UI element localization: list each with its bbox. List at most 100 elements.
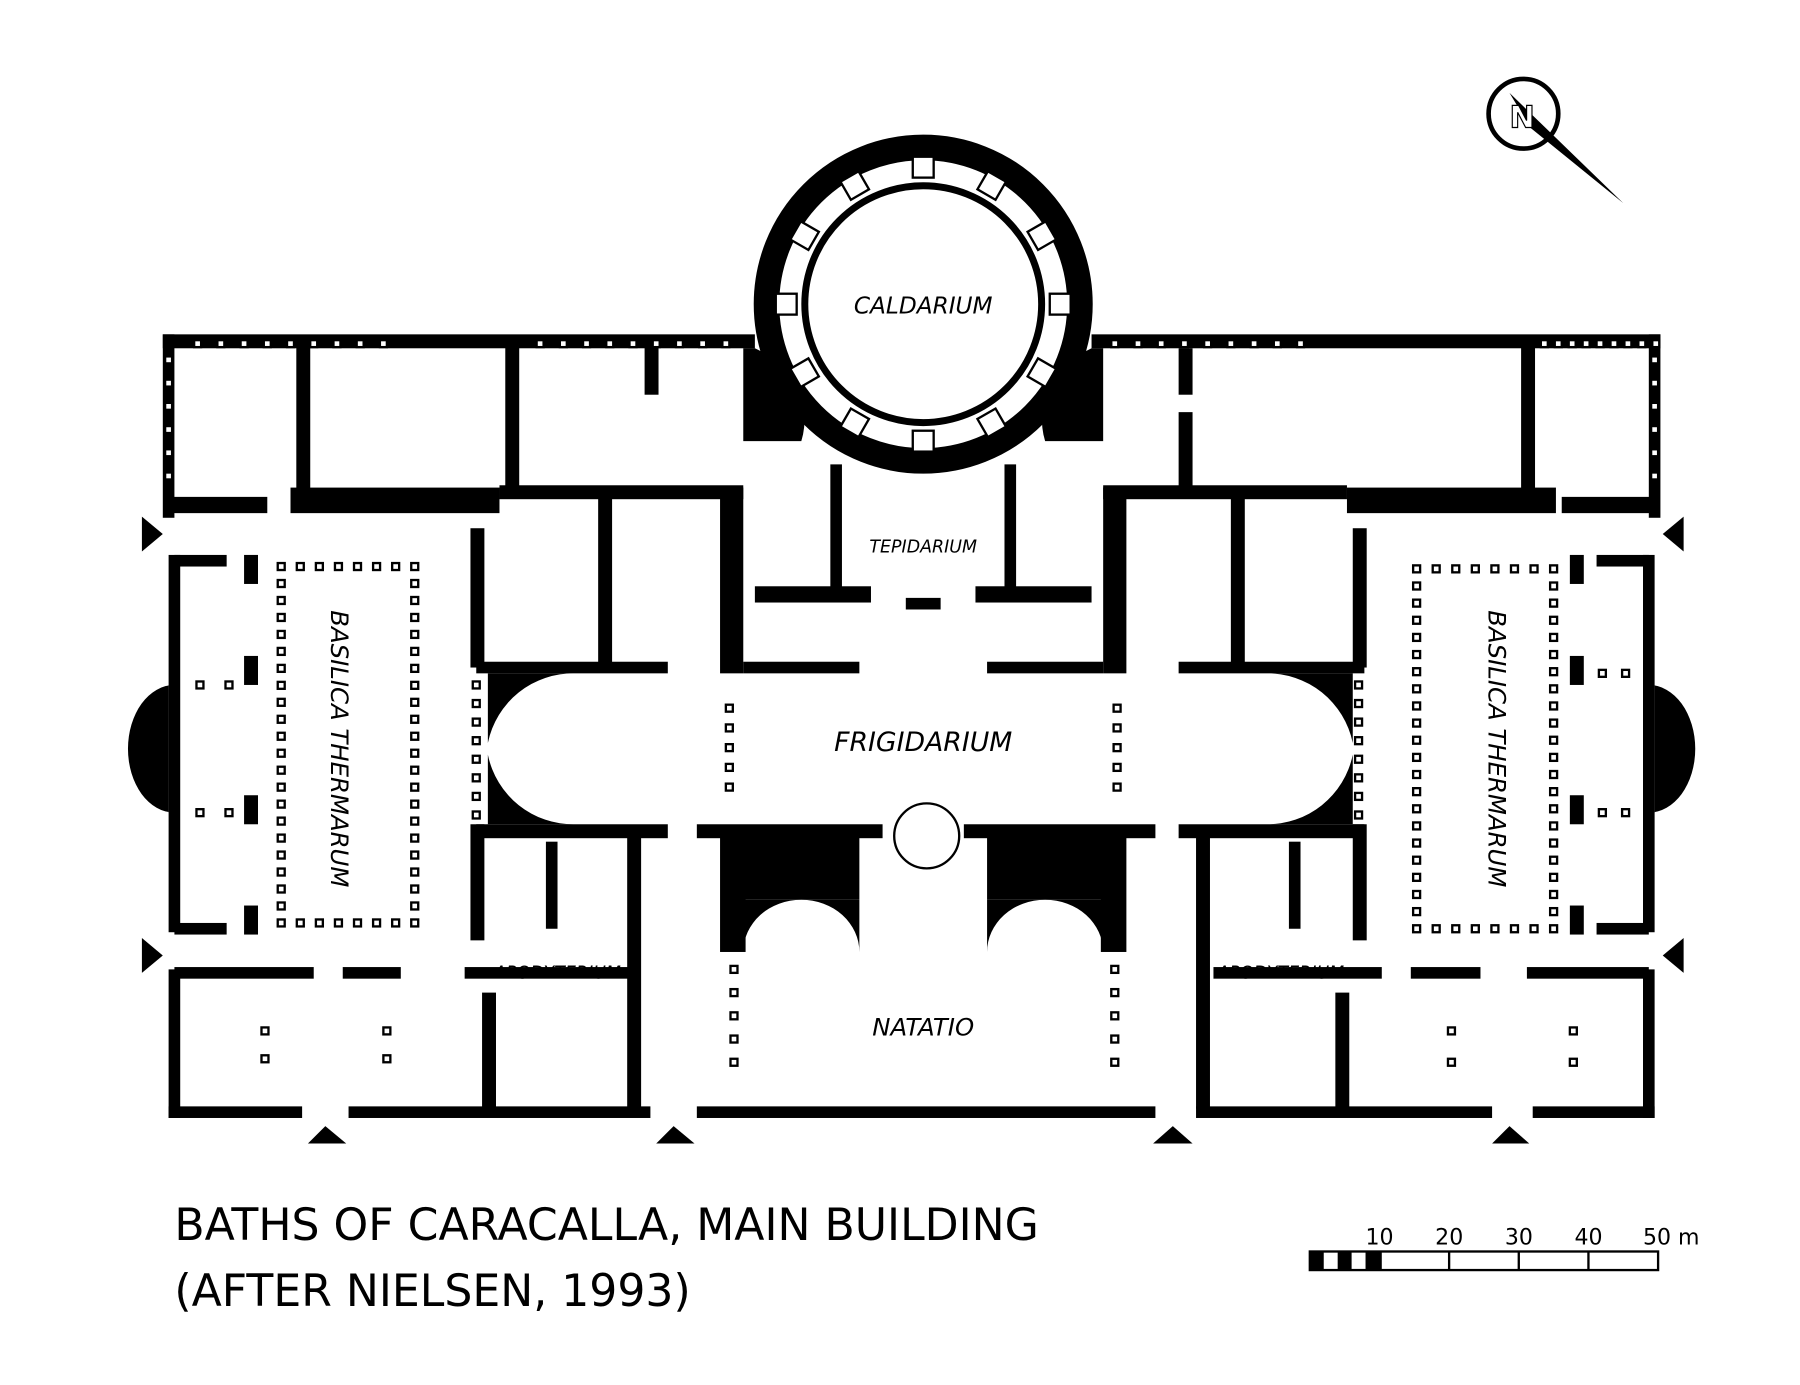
column xyxy=(1353,791,1364,802)
label-caldarium: CALDARIUM xyxy=(854,292,993,319)
column xyxy=(1411,924,1422,934)
column xyxy=(410,595,420,606)
column xyxy=(674,338,685,349)
column xyxy=(1110,964,1120,975)
column xyxy=(471,680,481,690)
column xyxy=(729,964,739,975)
caldarium-niche xyxy=(1025,219,1058,252)
column xyxy=(410,646,420,657)
column xyxy=(276,901,286,911)
caption-subtitle: (AFTER NIELSEN, 1993) xyxy=(174,1266,690,1317)
column xyxy=(721,338,731,349)
column xyxy=(410,901,420,911)
column xyxy=(1110,1011,1120,1021)
scale-tick-50: 50 m xyxy=(1643,1226,1700,1251)
column xyxy=(1353,810,1364,820)
column xyxy=(276,850,286,860)
scale-tick-30: 30 xyxy=(1505,1226,1533,1251)
walls xyxy=(127,334,1696,1118)
caldarium-niche xyxy=(838,169,871,202)
column xyxy=(410,867,420,877)
column xyxy=(1548,718,1559,728)
column xyxy=(1548,769,1559,780)
column xyxy=(1112,762,1122,773)
column xyxy=(314,918,325,928)
column xyxy=(729,1034,739,1044)
column xyxy=(382,1054,392,1064)
column xyxy=(1649,355,1660,365)
column xyxy=(1597,668,1608,678)
column xyxy=(239,338,249,349)
column xyxy=(276,714,286,724)
column xyxy=(1411,906,1422,917)
column xyxy=(1411,564,1422,574)
column xyxy=(1637,338,1647,349)
column xyxy=(1226,338,1236,349)
column xyxy=(391,561,401,572)
column xyxy=(1539,338,1549,349)
column xyxy=(192,338,203,349)
column xyxy=(163,355,174,365)
column xyxy=(471,736,481,746)
column xyxy=(195,808,205,818)
column xyxy=(1548,667,1559,677)
column xyxy=(1411,718,1422,728)
column xyxy=(371,918,382,928)
column xyxy=(410,765,420,775)
column xyxy=(1548,855,1559,865)
column xyxy=(1411,804,1422,814)
column xyxy=(195,680,205,690)
column xyxy=(260,1054,270,1064)
column xyxy=(1411,667,1422,677)
column xyxy=(1548,872,1559,882)
column xyxy=(163,471,174,481)
caldarium-niche xyxy=(911,155,935,179)
column xyxy=(1548,615,1559,625)
column xyxy=(471,773,481,783)
column xyxy=(163,378,174,388)
column xyxy=(1548,804,1559,814)
caldarium-niche xyxy=(975,169,1008,202)
column xyxy=(1548,581,1559,591)
column xyxy=(1411,769,1422,780)
column xyxy=(276,748,286,758)
column xyxy=(1548,906,1559,917)
column xyxy=(1353,773,1364,783)
column xyxy=(1411,855,1422,865)
column xyxy=(1548,889,1559,900)
column xyxy=(260,1026,270,1036)
column xyxy=(352,561,363,572)
column xyxy=(724,703,734,713)
column xyxy=(391,918,401,928)
column xyxy=(224,680,234,690)
column xyxy=(1649,448,1660,458)
column xyxy=(1548,787,1559,797)
column xyxy=(410,748,420,758)
column xyxy=(1548,649,1559,660)
caldarium-niche xyxy=(1025,356,1058,389)
column xyxy=(1411,649,1422,660)
column xyxy=(382,1026,392,1036)
column xyxy=(1353,717,1364,727)
caldarium-niche xyxy=(1048,292,1072,316)
column xyxy=(1411,821,1422,831)
caldarium-niche xyxy=(788,219,821,252)
column xyxy=(628,338,638,349)
caldarium-rotunda xyxy=(753,134,1093,474)
entrance-arrow-icon xyxy=(141,938,163,973)
column xyxy=(355,338,365,349)
column xyxy=(729,1011,739,1021)
column xyxy=(1451,924,1461,934)
label-apodyterium-right: APODYTERIUM xyxy=(1216,964,1344,984)
column xyxy=(276,833,286,843)
column xyxy=(1548,632,1559,643)
label-basilica-right: BASILICA THERMARUM xyxy=(1483,610,1512,887)
column xyxy=(1548,598,1559,608)
caption-title: BATHS OF CARACALLA, MAIN BUILDING xyxy=(174,1200,1038,1251)
label-tepidarium: TEPIDARIUM xyxy=(869,538,977,558)
column xyxy=(276,867,286,877)
column xyxy=(651,338,661,349)
column xyxy=(276,816,286,826)
label-apodyterium-left: APODYTERIUM xyxy=(493,964,621,984)
caldarium-niche xyxy=(911,429,935,453)
